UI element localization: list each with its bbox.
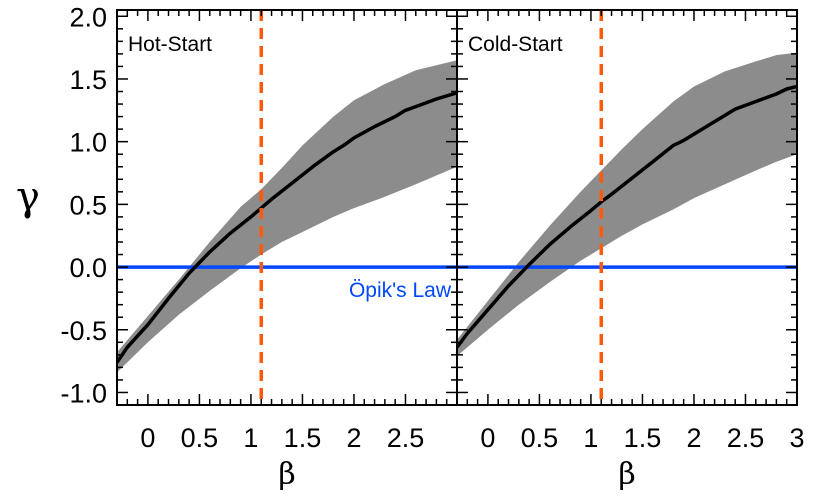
panel-cold-start: 0 0.5 1 1.5 2 2.5 3 β Cold-Start xyxy=(456,9,805,492)
opik-law-label: Öpik's Law xyxy=(349,279,452,302)
y-tick-label: 1.5 xyxy=(69,65,107,95)
median-line xyxy=(117,91,457,364)
y-tick-label: -0.5 xyxy=(60,316,107,346)
x-tick-label: 2.5 xyxy=(727,423,765,453)
y-tick-label: 0.5 xyxy=(69,190,107,220)
panel-frame xyxy=(456,9,798,406)
x-tick-label: 1.5 xyxy=(624,423,662,453)
panel-title: Hot-Start xyxy=(128,33,212,56)
uncertainty-band xyxy=(117,60,457,373)
x-axis-title: β xyxy=(618,457,635,492)
y-tick-labels: 2.0 1.5 1.0 0.5 0.0 -0.5 -1.0 xyxy=(60,2,107,408)
y-axis-title: γ xyxy=(16,174,40,220)
panel-title: Cold-Start xyxy=(468,33,563,56)
y-tick-label: -1.0 xyxy=(60,378,107,408)
plot-area xyxy=(117,10,457,405)
x-tick-label: 0 xyxy=(480,423,495,453)
uncertainty-band xyxy=(457,52,797,357)
x-axis-title: β xyxy=(278,457,295,492)
x-tick-label: 1 xyxy=(243,423,258,453)
x-tick-label: 0.5 xyxy=(521,423,559,453)
y-tick-label: 2.0 xyxy=(69,2,107,32)
median-line xyxy=(457,84,797,349)
x-tick-label: 1 xyxy=(583,423,598,453)
y-tick-label: 0.0 xyxy=(69,253,107,283)
x-tick-label: 2.5 xyxy=(387,423,425,453)
x-tick-label: 0 xyxy=(140,423,155,453)
x-tick-label: 2 xyxy=(346,423,361,453)
x-tick-label: 2 xyxy=(686,423,701,453)
x-tick-label: 1.5 xyxy=(284,423,322,453)
x-tick-label: 0.5 xyxy=(181,423,219,453)
y-tick-label: 1.0 xyxy=(69,128,107,158)
x-tick-label: 3 xyxy=(789,423,804,453)
plot-area xyxy=(457,10,797,405)
